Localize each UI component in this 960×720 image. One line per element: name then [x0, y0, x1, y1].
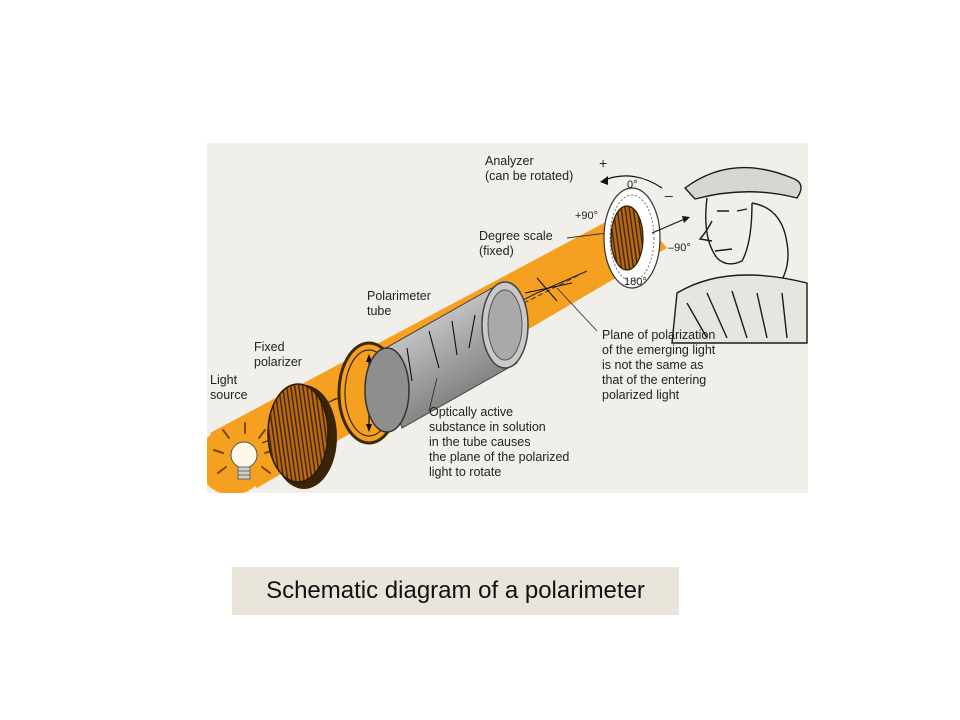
pointer-active	[428, 377, 438, 412]
label-fixed-polarizer: Fixed polarizer	[254, 340, 302, 369]
label-degree-scale: Degree scale (fixed)	[479, 229, 553, 258]
polarimeter-diagram: Light source Fixed polarizer Polarimeter…	[207, 143, 808, 493]
pointer-plane	[556, 287, 598, 332]
rotation-minus-sign: –	[665, 187, 673, 203]
label-optically-active: Optically active substance in solution i…	[429, 405, 570, 479]
scale-plus90: +90°	[575, 210, 599, 222]
analyzer-assembly	[603, 187, 661, 289]
analyzer-output-arrow	[651, 217, 688, 234]
scale-minus90: –90°	[668, 242, 691, 254]
portrait-sketch	[671, 166, 808, 344]
label-plane-of-polarization: Plane of polarization of the emerging li…	[602, 328, 716, 402]
diagram-caption: Schematic diagram of a polarimeter	[232, 567, 679, 615]
pointer-scale	[566, 232, 608, 239]
scale-180: 180°	[624, 276, 647, 288]
label-polarimeter-tube: Polarimeter tube	[367, 289, 431, 318]
label-light-source: Light source	[210, 373, 248, 402]
scale-zero: 0°	[627, 179, 638, 191]
fixed-polarizer-disk	[267, 383, 337, 489]
polarimeter-tube	[364, 281, 529, 433]
rotation-plus-sign: +	[599, 155, 608, 171]
emerging-polarization-arrows	[524, 277, 573, 302]
label-analyzer: Analyzer (can be rotated)	[485, 154, 574, 183]
diagram-graphics	[207, 166, 808, 493]
